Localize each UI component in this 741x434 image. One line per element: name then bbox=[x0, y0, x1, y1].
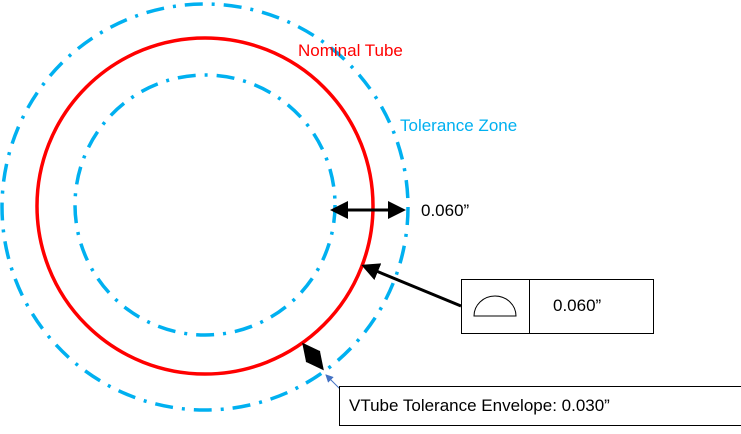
tolerance-zone-label: Tolerance Zone bbox=[400, 116, 518, 135]
outer-tolerance-circle bbox=[0, 2, 410, 412]
envelope-label-box: VTube Tolerance Envelope: 0.030” bbox=[339, 386, 741, 426]
envelope-label: VTube Tolerance Envelope: 0.030” bbox=[349, 396, 610, 415]
feature-control-frame: 0.060” bbox=[461, 279, 654, 334]
profile-of-surface-icon bbox=[462, 280, 530, 333]
envelope-leader bbox=[325, 374, 341, 390]
zone-width-label: 0.060” bbox=[421, 201, 470, 220]
nominal-tube-circle bbox=[35, 36, 375, 376]
inner-tolerance-circle bbox=[73, 73, 337, 337]
fcf-leader-arrow bbox=[361, 263, 462, 308]
nominal-tube-label: Nominal Tube bbox=[298, 41, 403, 60]
fcf-tolerance-value: 0.060” bbox=[553, 296, 602, 315]
envelope-arrow bbox=[302, 342, 324, 371]
